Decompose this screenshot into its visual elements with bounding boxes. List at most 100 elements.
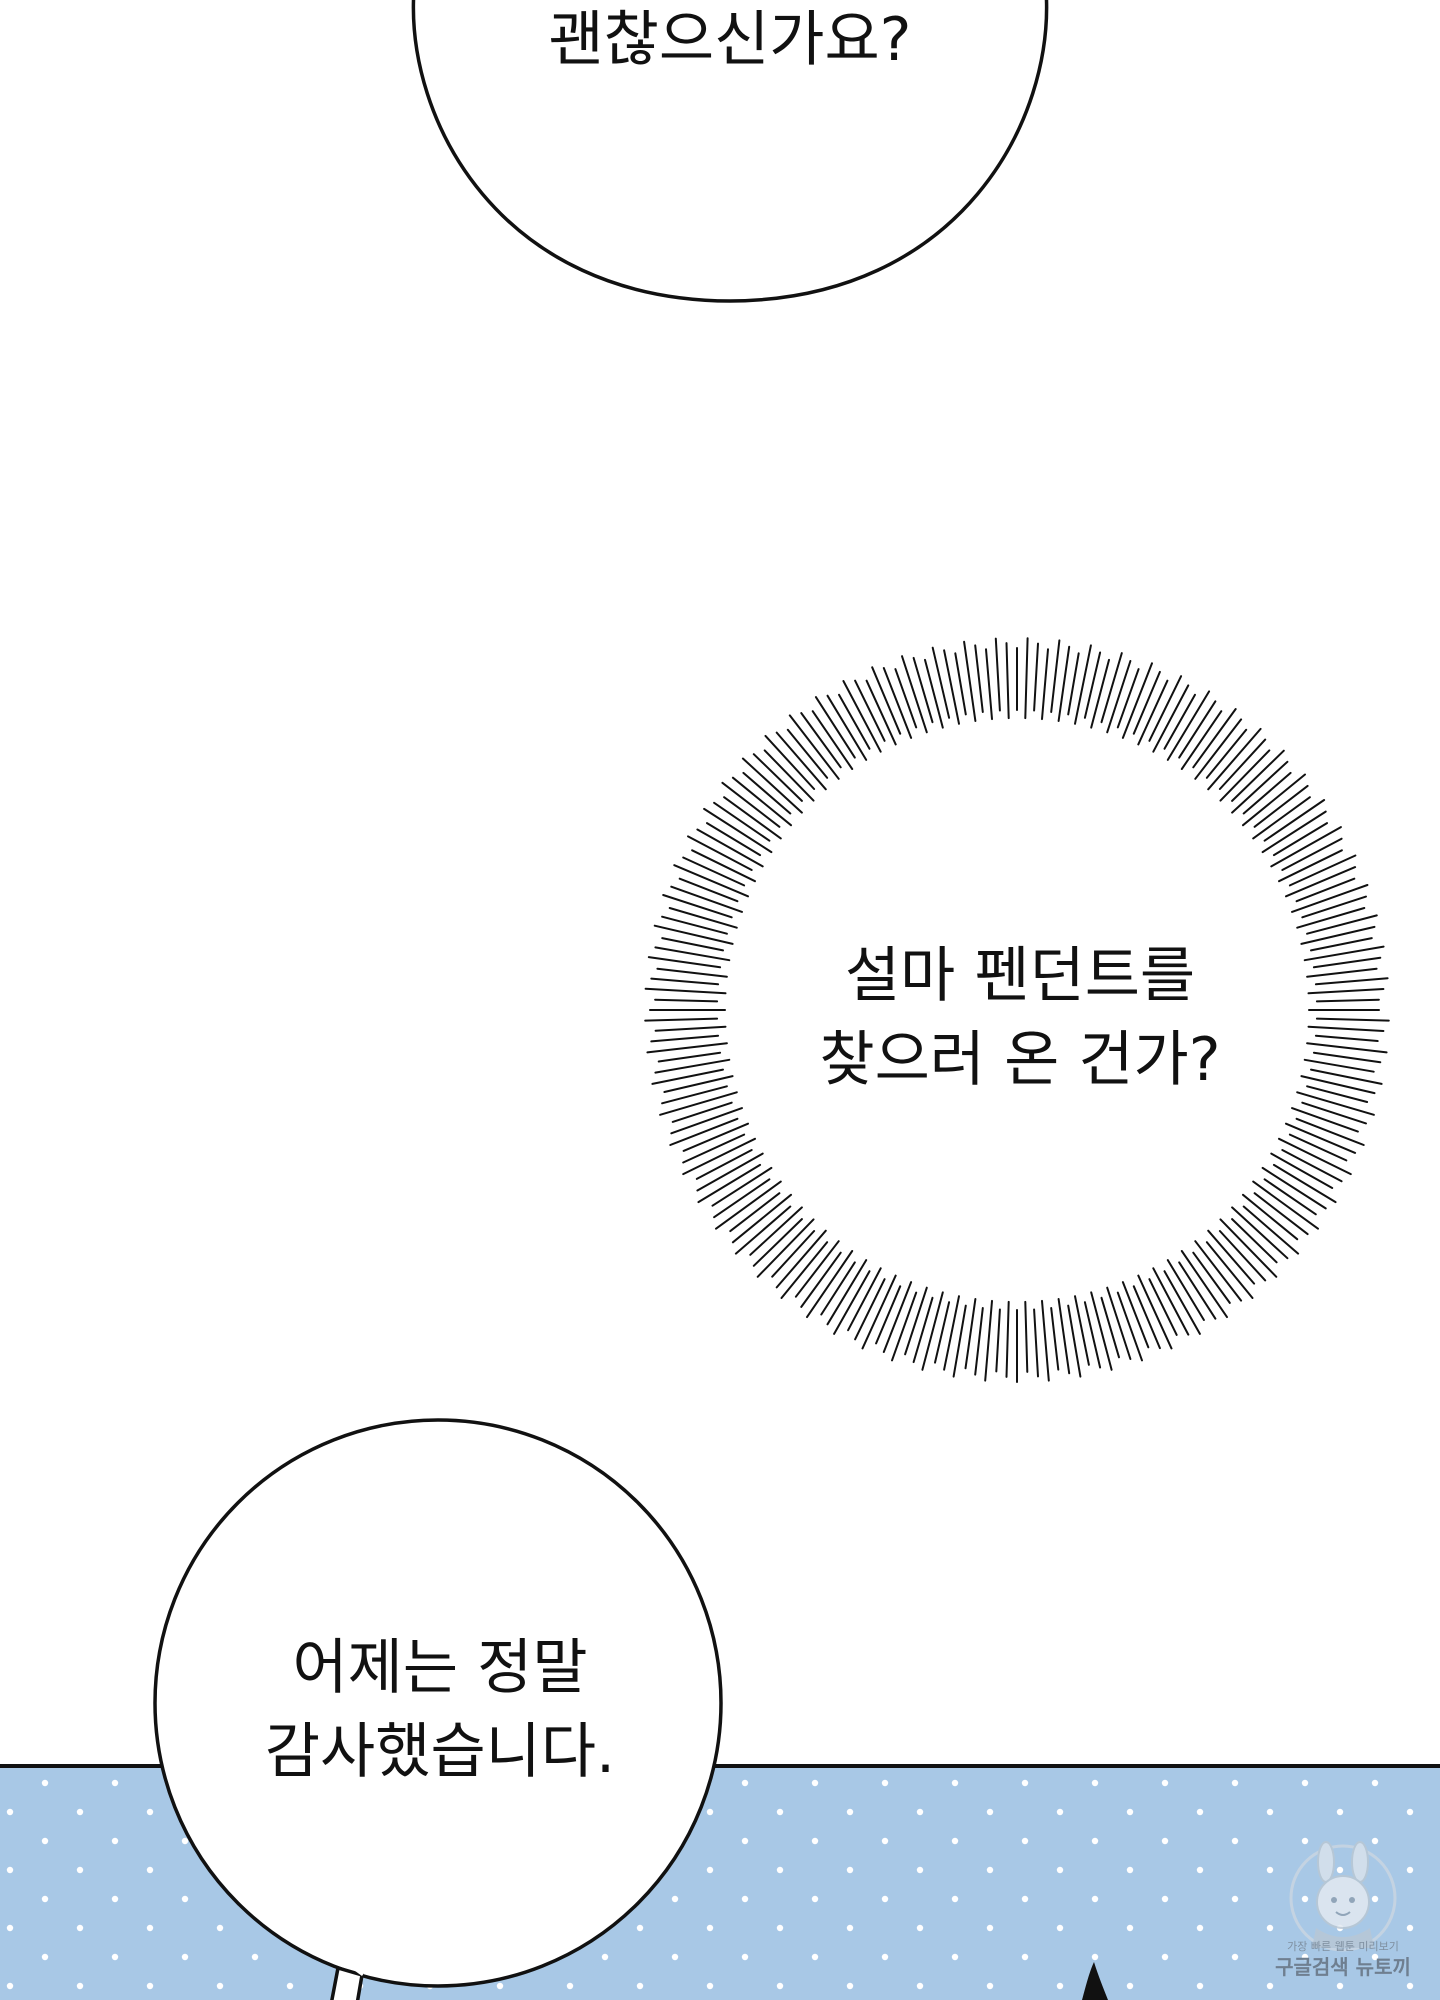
burst-ray <box>1106 1286 1132 1360</box>
burst-ray <box>800 712 842 769</box>
burst-ray <box>653 924 734 945</box>
burst-ray <box>723 796 782 840</box>
burst-ray <box>882 1281 913 1353</box>
burst-ray <box>1152 1267 1190 1336</box>
burst-ray <box>847 1267 882 1332</box>
burst-ray <box>1300 925 1376 945</box>
burst-ray <box>1300 1075 1376 1095</box>
thought-line: 설마 펜던트를 <box>844 941 1196 1011</box>
burst-ray <box>995 1308 1001 1373</box>
burst-ray <box>1272 1163 1337 1204</box>
burst-ray <box>1303 945 1385 962</box>
burst-ray <box>1041 1299 1050 1382</box>
burst-ray <box>1295 1117 1365 1146</box>
burst-ray <box>663 1075 734 1093</box>
speech-text-top: 괜찮으신가요? <box>430 0 1030 82</box>
burst-ray <box>697 1163 762 1204</box>
burst-ray <box>670 1107 743 1135</box>
burst-ray <box>678 877 739 903</box>
burst-ray <box>1288 854 1357 887</box>
burst-ray <box>820 1261 856 1316</box>
burst-ray <box>682 1133 746 1164</box>
burst-ray <box>964 1298 977 1370</box>
burst-ray <box>1272 822 1328 857</box>
burst-ray <box>1306 914 1378 935</box>
burst-ray <box>1207 727 1262 791</box>
burst-ray <box>696 828 764 868</box>
rabbit-mascot-icon <box>1289 1841 1397 1952</box>
burst-ray <box>1116 1291 1143 1362</box>
burst-ray <box>952 1304 967 1378</box>
burst-ray <box>661 937 724 952</box>
burst-ray <box>1132 670 1161 735</box>
burst-ray <box>854 679 886 742</box>
burst-ray <box>1163 1270 1201 1335</box>
burst-ray <box>811 710 854 770</box>
burst-ray <box>731 1193 792 1244</box>
burst-ray <box>1306 967 1378 978</box>
burst-ray <box>1180 1250 1228 1319</box>
thought-text-burst: 설마 펜던트를 찾으러 온 건가? <box>740 934 1300 1102</box>
burst-ray <box>671 1101 733 1123</box>
burst-ray <box>703 807 773 854</box>
burst-ray <box>771 1230 816 1278</box>
burst-ray <box>1231 1218 1278 1264</box>
burst-ray <box>1083 1301 1102 1369</box>
burst-ray <box>668 907 738 929</box>
burst-ray <box>954 652 967 716</box>
burst-ray <box>1307 1025 1385 1032</box>
burst-ray <box>1057 645 1071 722</box>
burst-ray <box>1067 1304 1082 1378</box>
burst-ray <box>1252 796 1311 840</box>
burst-ray <box>963 640 977 722</box>
burst-ray <box>1312 1051 1382 1064</box>
burst-ray <box>1033 1308 1039 1378</box>
burst-ray <box>1263 799 1326 842</box>
burst-ray <box>734 1205 792 1255</box>
burst-ray <box>1242 1205 1300 1255</box>
burst-ray <box>1166 690 1211 761</box>
burst-ray <box>1152 684 1190 753</box>
burst-ray <box>1121 1281 1150 1349</box>
burst-ray <box>1106 660 1132 734</box>
burst-ray <box>729 1192 781 1233</box>
burst-ray <box>854 1278 886 1341</box>
burst-ray <box>984 1299 993 1382</box>
burst-ray <box>651 1068 724 1085</box>
burst-ray <box>882 667 913 739</box>
burst-ray <box>1219 749 1271 802</box>
burst-ray <box>1100 652 1123 724</box>
burst-ray <box>1296 907 1366 929</box>
speech-line: 어제는 정말 <box>292 1633 588 1703</box>
burst-ray <box>749 1206 803 1256</box>
burst-ray <box>934 1301 951 1364</box>
burst-ray <box>1307 988 1385 995</box>
speech-bubble-top <box>411 0 1049 303</box>
burst-ray <box>1137 679 1169 746</box>
burst-ray <box>1205 728 1248 779</box>
speech-line: 감사했습니다. <box>264 1717 616 1787</box>
burst-thought-bubble <box>644 637 1390 1383</box>
burst-ray <box>721 781 781 828</box>
burst-ray <box>763 749 815 802</box>
burst-ray <box>1005 642 1010 720</box>
burst-ray <box>731 776 792 827</box>
burst-ray <box>657 1051 722 1063</box>
burst-ray <box>1312 956 1382 969</box>
burst-ray <box>1310 1068 1383 1085</box>
burst-ray <box>912 656 934 724</box>
burst-ray <box>682 1137 756 1176</box>
burst-ray <box>800 1251 842 1308</box>
burst-ray <box>826 1259 868 1326</box>
burst-ray <box>644 987 727 995</box>
burst-ray <box>1033 642 1039 712</box>
burst-ray <box>912 1296 934 1364</box>
burst-ray <box>865 679 897 746</box>
burst-ray <box>661 915 728 935</box>
thought-line: 찾으러 온 건가? <box>819 1025 1221 1095</box>
burst-ray <box>1291 884 1369 913</box>
speech-line: 괜찮으신가요? <box>548 5 912 75</box>
burst-ray <box>1207 1229 1256 1285</box>
burst-ray <box>661 1085 728 1105</box>
burst-ray <box>1163 693 1196 750</box>
